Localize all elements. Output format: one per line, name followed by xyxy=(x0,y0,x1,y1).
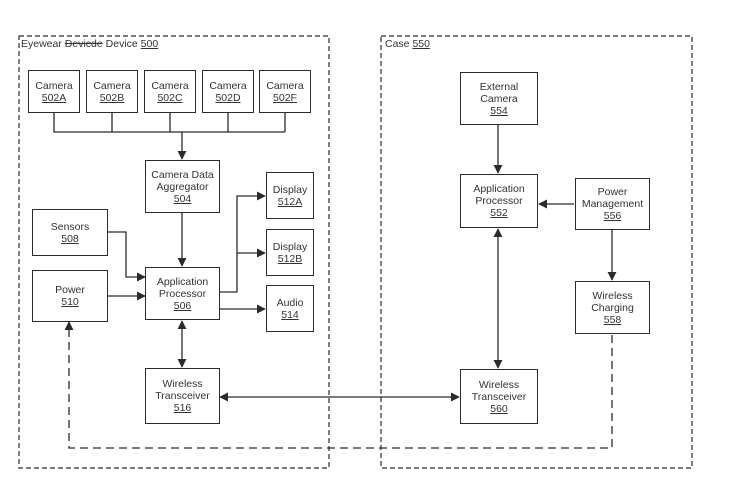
block-label: Camera Data xyxy=(151,168,214,181)
block-label: Display xyxy=(272,240,308,253)
block-ref: 514 xyxy=(281,308,299,321)
block-label: Camera xyxy=(151,79,189,92)
block-label: Camera xyxy=(35,79,73,92)
wireless-charging-block: Wireless Charging 558 xyxy=(575,281,650,334)
block-label: Transceiver xyxy=(155,390,210,402)
block-label: Aggregator xyxy=(156,180,209,193)
camera-data-aggregator-block: Camera Data Aggregator 504 xyxy=(145,160,220,213)
block-label: Processor xyxy=(475,195,523,207)
wireless-transceiver-516-block: Wireless Transceiver 516 xyxy=(145,368,220,424)
block-label: Power xyxy=(597,186,628,198)
block-ref: 512A xyxy=(277,195,303,208)
block-label: Camera xyxy=(93,79,131,92)
block-label: Application xyxy=(473,183,525,195)
block-ref: 516 xyxy=(173,402,192,414)
camera-502b-block: Camera 502B xyxy=(86,70,138,113)
block-label: Audio xyxy=(276,296,304,309)
case-title: Case 550 xyxy=(385,38,430,50)
block-label: Camera xyxy=(209,79,247,92)
block-label: Charging xyxy=(591,301,634,314)
block-label: Sensors xyxy=(50,220,90,233)
display-512b-block: Display 512B xyxy=(266,229,314,276)
block-ref: 556 xyxy=(603,210,622,222)
block-ref: 510 xyxy=(61,296,79,308)
sensors-block: Sensors 508 xyxy=(32,209,108,256)
block-label: Wireless xyxy=(162,378,203,390)
block-label: Power xyxy=(55,284,85,296)
camera-502f-block: Camera 502F xyxy=(259,70,311,113)
block-ref: 502A xyxy=(41,91,67,104)
camera-502a-block: Camera 502A xyxy=(28,70,80,113)
sensors-to-processor-arrow xyxy=(108,231,146,282)
block-ref: 508 xyxy=(61,232,79,245)
block-ref: 502B xyxy=(99,91,125,104)
block-ref: 502F xyxy=(273,91,297,104)
power-block: Power 510 xyxy=(32,270,108,322)
block-ref: 558 xyxy=(603,313,622,326)
processor-to-display-a-arrow xyxy=(220,191,266,293)
block-label: Camera xyxy=(480,92,518,105)
camera-bus xyxy=(53,113,286,133)
block-label: External xyxy=(479,80,519,93)
case-title-word: Case xyxy=(385,38,410,50)
block-label: Display xyxy=(272,183,308,196)
block-ref: 560 xyxy=(490,402,508,415)
audio-block: Audio 514 xyxy=(266,285,314,332)
display-512a-block: Display 512A xyxy=(266,172,314,219)
case-application-processor-block: Application Processor 552 xyxy=(460,174,538,228)
charging-return-path xyxy=(64,321,613,449)
block-ref: 506 xyxy=(173,299,192,312)
case-boundary xyxy=(380,35,693,469)
eyewear-title-struck: Devicde xyxy=(64,38,103,50)
block-ref: 552 xyxy=(490,207,508,219)
block-label: Wireless xyxy=(592,289,633,302)
block-ref: 512B xyxy=(277,252,303,265)
block-label: Management xyxy=(581,198,644,210)
block-label: Transceiver xyxy=(471,390,527,403)
eyewear-device-boundary xyxy=(18,35,330,469)
eyewear-title-ref: 500 xyxy=(140,38,159,50)
block-label: Camera xyxy=(266,79,304,92)
power-management-block: Power Management 556 xyxy=(575,178,650,230)
block-ref: 502D xyxy=(215,91,241,104)
case-title-ref: 550 xyxy=(412,38,430,50)
eyewear-title-rest: Device xyxy=(105,38,138,50)
external-camera-block: External Camera 554 xyxy=(460,72,538,125)
application-processor-block: Application Processor 506 xyxy=(145,267,220,320)
block-label: Wireless xyxy=(478,378,520,391)
eyewear-device-title: Eyewear Devicde Device 500 xyxy=(21,38,158,50)
block-label: Processor xyxy=(158,287,207,300)
wireless-transceiver-560-block: Wireless Transceiver 560 xyxy=(460,369,538,424)
camera-502c-block: Camera 502C xyxy=(144,70,196,113)
block-ref: 504 xyxy=(173,192,192,205)
block-ref: 554 xyxy=(490,104,508,117)
block-label: Application xyxy=(156,275,209,288)
eyewear-title-word: Eyewear xyxy=(21,38,62,50)
block-ref: 502C xyxy=(157,91,183,104)
camera-502d-block: Camera 502D xyxy=(202,70,254,113)
